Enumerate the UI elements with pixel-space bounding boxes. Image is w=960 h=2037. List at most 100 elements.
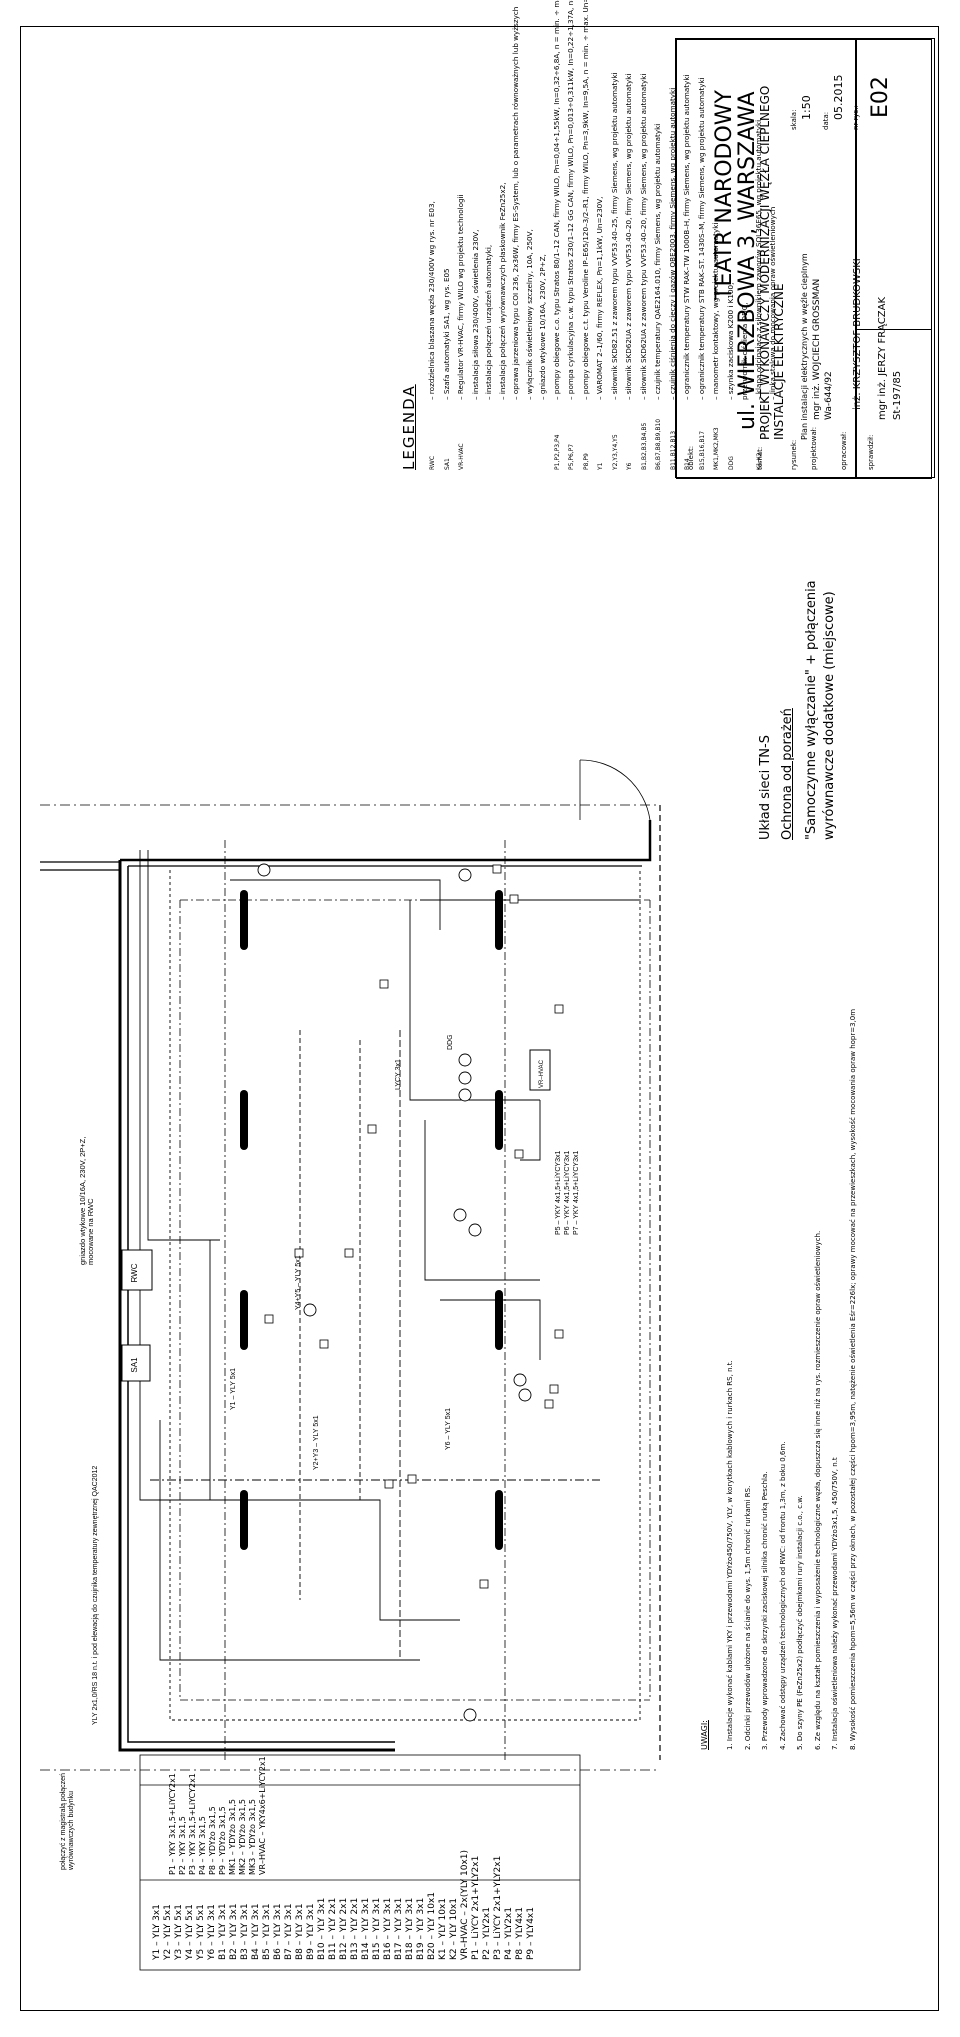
power-list-item: P4 – YKY 3x1,5 — [198, 1816, 207, 1875]
note-item: 4. Zachować odstępy urządzeń technologic… — [778, 1441, 787, 1750]
cable-list-item: P1 – LiYCY 2x1+YLY2x1 — [471, 1855, 481, 1960]
legend-symbol: Y2,Y3,Y4,Y5 — [611, 434, 619, 470]
cable-list-item: B10 – YLY 3x1 — [317, 1897, 327, 1960]
legend-item: Y6– siłownik SKD62UA z zaworem typu VVF5… — [622, 74, 637, 470]
power-list-item: P9 – YDYżo 3x1,5 — [218, 1806, 227, 1875]
drafted-label: opracował: — [840, 431, 848, 470]
sa1-cabinet: SA1 — [121, 1344, 151, 1382]
protection-heading: Ochrona od porażeń — [780, 708, 795, 840]
legend-symbol: B1,B2,B3,B4,B5 — [640, 422, 648, 470]
cable-list-item: B7 – YLY 3x1 — [284, 1903, 294, 1960]
designer-name: mgr inż. WOJCIECH GROSSMAN — [812, 278, 822, 420]
legend-item: – oprawa jarzeniowa typu COI 236, 2x36W,… — [509, 7, 523, 470]
date-label: data: — [822, 111, 830, 130]
legend-text: – siłownik SKD62UA z zaworem typu VVF53.… — [638, 73, 648, 400]
lycy-label: LYCY 3x1 — [395, 1059, 402, 1090]
sensor-cable-note: YLY 2x1,0/RS 18 n.t. i pod elewacją do c… — [92, 1466, 99, 1725]
legend-text: – pompy obiegowe c.o. typu Stratos 80/1–… — [551, 0, 561, 400]
legend-text: – instalacja połączeń wyrównawczych płas… — [497, 182, 507, 400]
cable-y2y3-label: Y2+Y3 – YLY 5x1 — [313, 1415, 320, 1470]
drafted-name: inż. KRZYSZTOF BRUDKOWSKI — [852, 258, 863, 410]
legend-item: P8,P9– pompy obiegowe c.t. typu Veroline… — [579, 0, 594, 470]
legend-item: SA1– Szafa automatyki SA1, wg rys. E05 — [440, 100, 455, 470]
legend-item: P1,P2,P3,P4– pompy obiegowe c.o. typu St… — [550, 0, 565, 470]
cable-list-item: P3 – LiYCY 2x1+YLY2x1 — [493, 1855, 503, 1960]
legend-symbol: P8,P9 — [582, 453, 590, 470]
vr-hvac-box — [529, 1049, 551, 1091]
legend-text: – pompa cyrkulacyjna c.w. typu Stratos Z… — [566, 0, 575, 400]
note-item: 7. Instalacja oświetleniowa należy wykon… — [831, 1457, 839, 1750]
cable-y4y5-a-label: Y4+Y5 – YLY 5x1 — [295, 1255, 302, 1310]
note-item: 3. Przewody wprowadzone do skrzynki zaci… — [761, 1471, 769, 1750]
legend-text: – gniazdo wtykowe 10/16A, 230V, 2P+Z, — [538, 254, 547, 400]
drawing-number-label: nr rys.: — [852, 105, 860, 130]
checked-license: St-197/85 — [892, 370, 903, 420]
legend-text: – rozdzielnica blaszana węzła 230/400V w… — [427, 201, 436, 400]
cable-list-item: P2 – YLY2x1 — [482, 1907, 492, 1960]
ddg-label: DDG — [447, 1034, 454, 1050]
legend-text: – Szafa automatyki SA1, wg rys. E05 — [441, 268, 451, 400]
legend-symbol: Y6 — [626, 462, 633, 470]
checked-name: mgr inż. JERZY FRĄCZAK — [877, 296, 888, 420]
legend-item: – gniazdo wtykowe 10/16A, 230V, 2P+Z, — [536, 100, 550, 470]
note-item: 6. Ze względu na kształt pomieszczenia i… — [813, 1230, 822, 1750]
legend-symbol: VR-HVAC — [458, 443, 465, 470]
link-note-2: wyrównawczych budynku — [68, 1791, 75, 1871]
legend-item: RWC– rozdzielnica blaszana węzła 230/400… — [425, 100, 440, 470]
cable-list-item: B9 – YLY 3x1 — [306, 1903, 316, 1960]
date-value: 05.2015 — [832, 74, 845, 121]
legend-text: – czujnik temperatury QAE2164.010, firmy… — [653, 123, 662, 400]
cable-list-item: B8 – YLY 3x1 — [295, 1903, 305, 1960]
cable-list-item: B12 – YLY 2x1 — [339, 1897, 349, 1960]
legend-item: Y2,Y3,Y4,Y5– siłownik SKD82.51 z zaworem… — [608, 72, 623, 470]
protection-note-1: "Samoczynne wyłączanie" + połączenia — [804, 580, 819, 840]
legend-text: – VAROMAT 2–1/60, firmy REFLEX, Pn=1,1kW… — [595, 196, 604, 400]
cable-list-item: K1 – YLY 10x1 — [438, 1897, 448, 1960]
notes-list: 1. Instalacje wykonać kablami YKY i prze… — [722, 1009, 862, 1750]
legend-item: P5,P6,P7– pompa cyrkulacyjna c.w. typu S… — [564, 0, 579, 470]
power-list-item: MK3 – YDYżo 3x1,5 — [248, 1798, 257, 1875]
socket-note-2: mocowane na RWC — [86, 1198, 95, 1265]
p6-cable-label: P6 – YKY 4x1,5+LiYCY3x1 — [564, 1151, 571, 1235]
cable-list-item: B18 – YLY 3x1 — [405, 1897, 415, 1960]
rwc-cabinet: RWC — [121, 1249, 153, 1291]
cable-list-item: P8 – YLY4x1 — [515, 1907, 525, 1960]
object-name-1: TEATR NARODOWY — [712, 90, 737, 300]
scale-label: skala: — [790, 109, 798, 130]
power-list-item: P1 – YKY 3x1,5+LiYCY2x1 — [168, 1773, 177, 1875]
building-walls — [40, 759, 661, 1771]
protection-note-2: wyrównawcze dodatkowe (miejscowe) — [822, 591, 837, 840]
legend-item: B6,B7,B8,B9,B10– czujnik temperatury QAE… — [651, 100, 666, 470]
network-system: Układ sieci TN-S — [758, 735, 773, 840]
sensor-boxes — [264, 864, 564, 1589]
cable-y1-label: Y1 – YLY 5x1 — [230, 1368, 237, 1410]
drawing-label: rysunek: — [790, 439, 798, 470]
legend-item: Y1 – VAROMAT 2–1/60, firmy REFLEX, Pn=1,1… — [593, 100, 608, 470]
designer-license: Wa-644/92 — [824, 371, 834, 420]
luminaire-fittings — [240, 890, 503, 1550]
object-name-2: ul. WIERZBOWA 3, WARSZAWA — [735, 91, 760, 430]
topic-label: temat: — [756, 446, 764, 470]
sa1-label: SA1 — [130, 1357, 139, 1373]
legend-text: – instalacja połączeń urządzeń automatyk… — [484, 244, 493, 400]
power-list-item: MK2 – YDYżo 3x1,5 — [238, 1798, 247, 1875]
drawing-sheet-border — [20, 26, 939, 2011]
note-item: 1. Instalacje wykonać kablami YKY i prze… — [726, 1360, 734, 1750]
link-note-1: połączyć z magistralą połączeń — [60, 1773, 67, 1870]
legend-text: – instalacja siłowa 230/400V, oświetleni… — [470, 229, 480, 400]
cable-list-item: B17 – YLY 3x1 — [394, 1897, 404, 1960]
cable-list-item: P4 – YLY2x1 — [504, 1907, 514, 1960]
p7-cable-label: P7 – YKY 4x1,5+LiYCY3x1 — [573, 1151, 580, 1235]
cable-list-item: B6 – YLY 3x1 — [273, 1903, 283, 1960]
notes-heading: UWAGI: — [700, 1720, 709, 1750]
cable-list-frames — [139, 1754, 581, 1971]
cable-list-item: P9 – YLY4x1 — [526, 1907, 536, 1960]
socket-note-1: gniazdo wtykowe 10/16A, 230V, 2P+Z, — [78, 1137, 87, 1265]
legend-heading: LEGENDA — [400, 384, 418, 470]
object-label: obiekt: — [687, 445, 695, 470]
legend-symbol: Y1 — [597, 462, 604, 470]
power-list-item: P8 – YDYżo 3x1,5 — [208, 1806, 217, 1875]
topic-2: INSTALACJE ELEKTRYCZNE — [772, 283, 786, 440]
